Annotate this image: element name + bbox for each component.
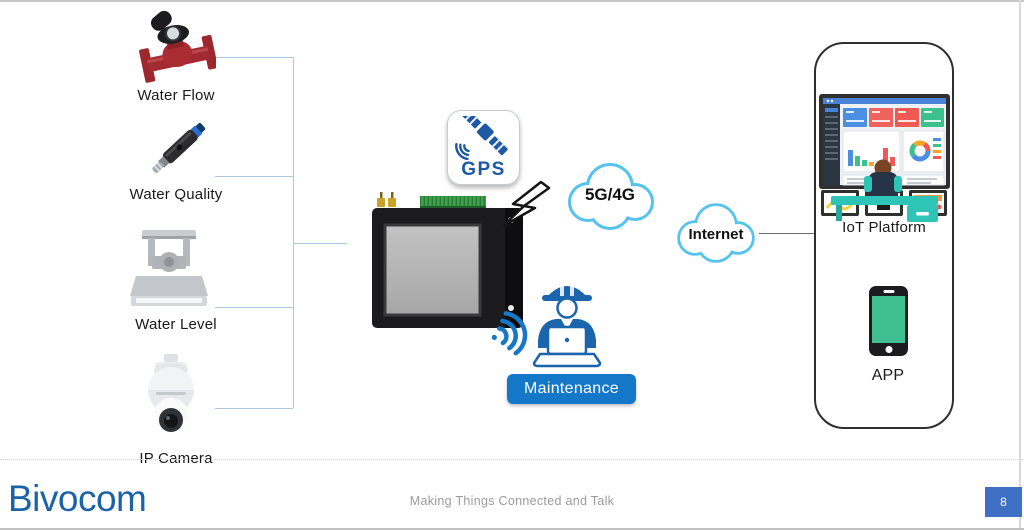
connector-bus [293, 57, 294, 408]
cellular-cloud-icon: 5G/4G [568, 163, 654, 230]
phone-speaker [883, 290, 894, 293]
water-quality-probe-icon [152, 123, 206, 173]
bottom-edge-line [0, 528, 1024, 530]
app-label: APP [871, 367, 905, 384]
connector-water-flow [215, 57, 293, 58]
smartphone-icon [869, 286, 908, 356]
wifi-signal-icon [491, 311, 528, 356]
footer-divider [0, 459, 1024, 460]
water-flow-meter-icon [139, 10, 216, 83]
connector-to-gateway [293, 243, 347, 244]
top-edge-line [0, 0, 1024, 2]
right-edge-line [1019, 0, 1021, 530]
sensor-label-water-quality: Water Quality [129, 186, 223, 203]
connector-water-level [215, 307, 293, 308]
maintenance-badge: Maintenance [507, 374, 636, 404]
water-level-sensor-icon [130, 230, 208, 306]
sensor-label-water-level: Water Level [135, 316, 217, 333]
connector-internet-to-platform [759, 233, 816, 234]
sensor-label-ip-camera: IP Camera [139, 450, 213, 467]
gateway-device [372, 180, 551, 328]
ip-camera-icon [148, 354, 194, 432]
worker-laptop-icon [532, 280, 602, 368]
bivocom-logo: Bivocom [8, 478, 147, 519]
phone-screen [872, 296, 905, 343]
connector-water-quality [215, 176, 293, 177]
connector-ip-camera [215, 408, 293, 409]
gateway-screen [383, 223, 482, 317]
operator-figure [831, 159, 938, 222]
dashboard-monitor-icon [819, 94, 950, 222]
lightning-bolt-icon [501, 180, 551, 228]
gps-card: GPS [447, 110, 520, 185]
page-number-badge: 8 [985, 487, 1022, 517]
antenna-connectors [377, 192, 396, 207]
footer-tagline: Making Things Connected and Talk [409, 494, 615, 508]
cellular-cloud-label: 5G/4G [585, 185, 635, 204]
phone-home-button [885, 346, 892, 353]
internet-cloud-icon: Internet [677, 203, 755, 263]
iot-platform-label: IoT Platform [842, 219, 926, 236]
internet-cloud-label: Internet [688, 226, 743, 243]
sensor-label-water-flow: Water Flow [137, 87, 215, 104]
gps-satellite-icon [454, 116, 508, 160]
gps-label: GPS [461, 159, 506, 180]
